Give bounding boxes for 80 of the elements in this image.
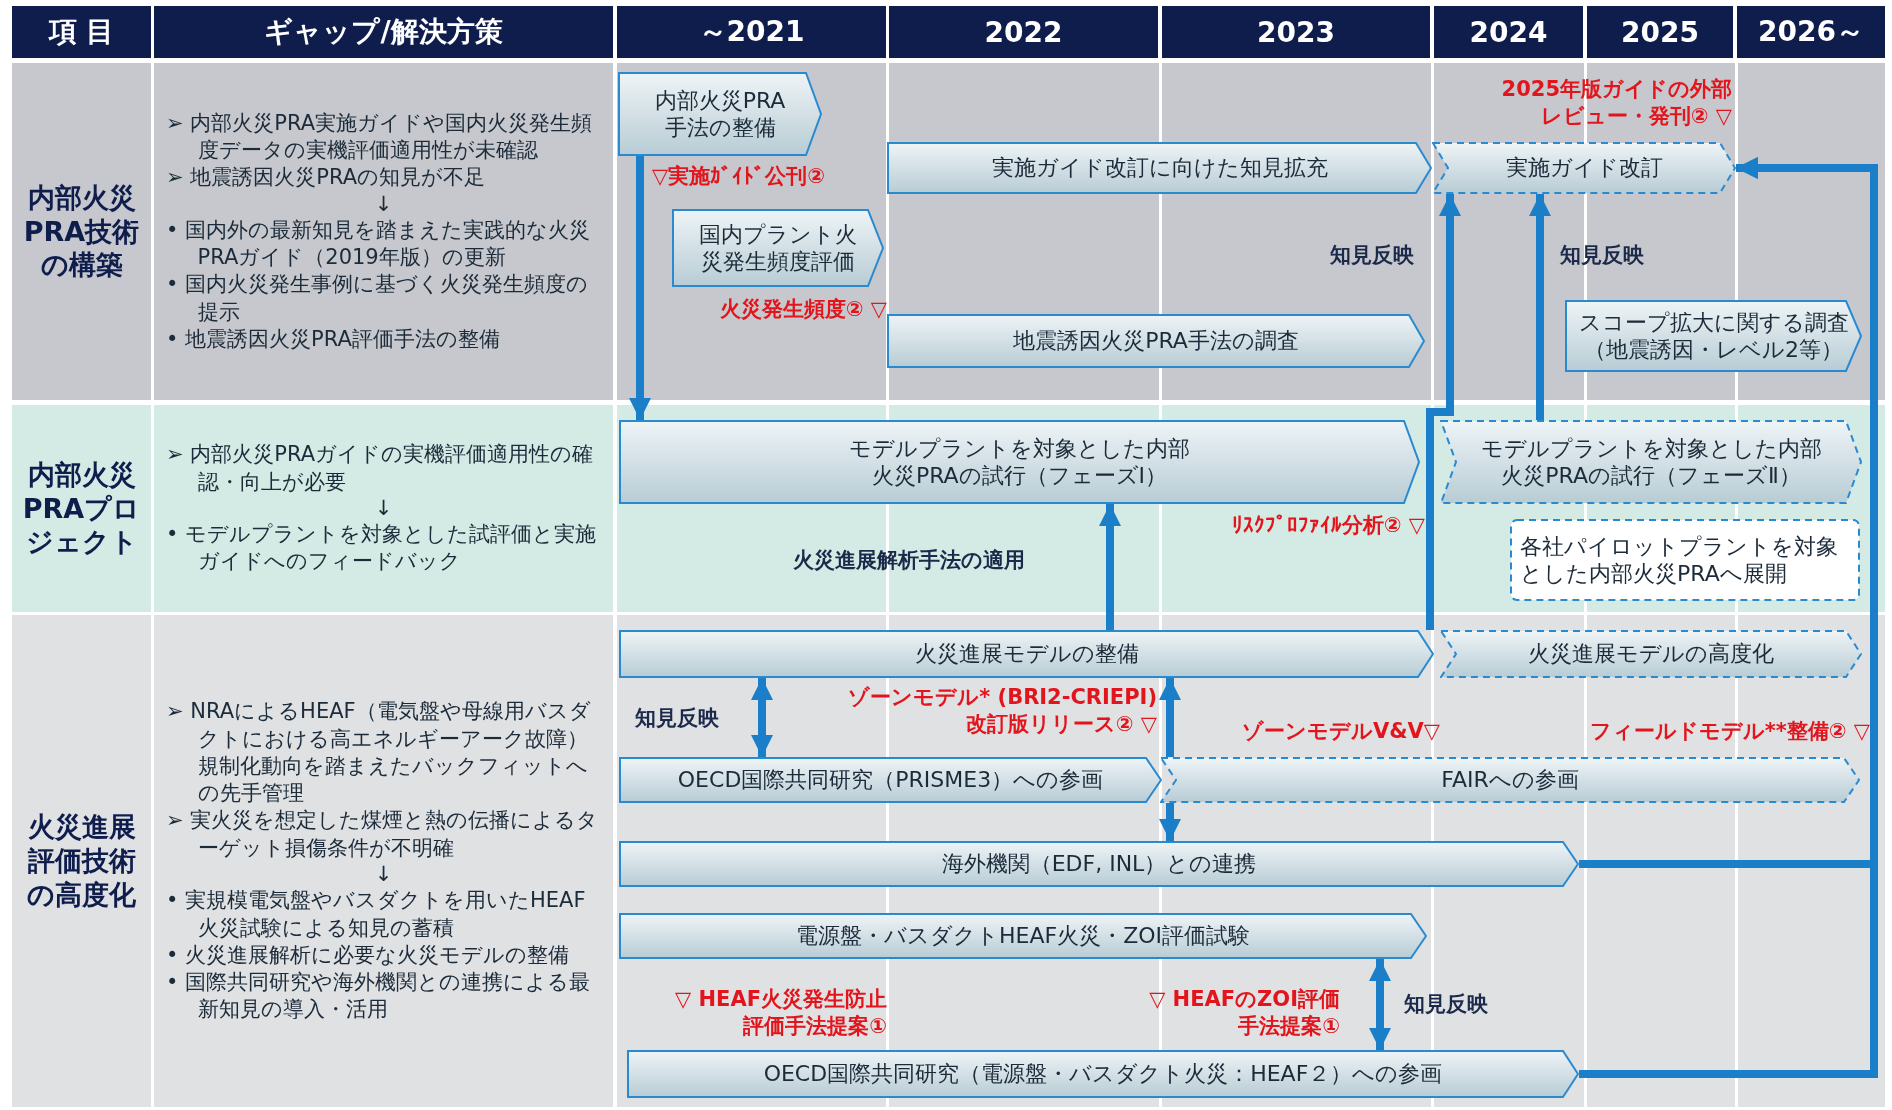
schedule-arrow-bar: [1432, 142, 1736, 194]
arrow: [1099, 504, 1121, 630]
schedule-arrow-bar: [627, 1050, 1579, 1098]
bullet-text: ➢ 内部火災PRA実施ガイドや国内火災発生頻度データの実機評価適用性が未確認: [166, 109, 594, 164]
bar-text: 海外機関（EDF, INL）との連携: [941, 850, 1257, 878]
row-heading: 内部火災PRAプロジェクト: [21, 457, 142, 560]
arrow: [629, 156, 651, 420]
bullet-text: • 地震誘因火災PRA評価手法の整備: [166, 326, 501, 353]
bullet-text: ➢ NRAによるHEAF（電気盤や母線用バスダクトにおける高エネルギーアーク故障）規制化動向を踏まえたバックフィットへの先手管理: [166, 698, 592, 808]
milestone-note: 火災発生頻度② ▽: [718, 296, 887, 323]
bar-text: OECD国際共同研究（PRISME3）への参画: [677, 766, 1104, 794]
arrow: [1159, 803, 1181, 841]
column-header: 2025: [1587, 6, 1733, 58]
schedule-arrow-bar: [1440, 420, 1862, 504]
edge-label: 火災進展解析手法の適用: [793, 547, 1025, 574]
arrow: [1529, 194, 1551, 420]
milestone-note: ▽ HEAFのZOI評価手法提案①: [1148, 986, 1340, 1041]
bar-text: 各社パイロットプラントを対象とした内部火災PRAへ展開: [1520, 532, 1839, 588]
edge-label: 知見反映: [1404, 991, 1488, 1018]
bullet-text: ➢ 地震誘因火災PRAの知見が不足: [166, 164, 487, 192]
milestone-note: ▽実施ｶﾞｲﾄﾞ公刊②: [652, 163, 826, 190]
column-header: ギャップ/解決方策: [154, 6, 613, 58]
schedule-arrow-bar: [887, 314, 1425, 368]
column-header: 2023: [1162, 6, 1430, 58]
bullet-text: ➢ 内部火災PRAガイドの実機評価適用性の確認・向上が必要: [166, 441, 595, 496]
arrow: [1159, 678, 1181, 757]
bar-text: 内部火災PRA手法の整備: [653, 86, 787, 142]
schedule-arrow-bar: [887, 142, 1432, 194]
column-header: 2024: [1434, 6, 1583, 58]
bar-text: 火災進展モデルの整備: [914, 640, 1139, 668]
schedule-arrow-bar: [619, 630, 1434, 678]
bar-text: モデルプラントを対象とした内部火災PRAの試行（フェーズⅡ）: [1479, 434, 1823, 490]
arrow: [1426, 194, 1461, 630]
down-arrow-symbol: ↓: [373, 862, 394, 888]
schedule-arrow-bar: [618, 72, 822, 156]
bullet-text: ➢ 実火災を想定した煤煙と熱の伝播によるターゲット損傷条件が不明確: [166, 807, 600, 862]
bar-text: 実施ガイド改訂に向けた知見拡充: [991, 154, 1328, 182]
bullet-text: • 実規模電気盤やバスダクトを用いたHEAF火災試験による知見の蓄積: [166, 887, 587, 942]
milestone-note: ゾーンモデルV&V▽: [1241, 718, 1440, 745]
row-heading: 火災進展評価技術の高度化: [26, 810, 137, 912]
bullet-text: • 国内火災発生事例に基づく火災発生頻度の提示: [166, 271, 590, 326]
schedule-arrow-bar: [619, 913, 1427, 959]
column-header: 項 目: [12, 6, 151, 58]
bar-text: 地震誘因火災PRA手法の調査: [1013, 327, 1299, 355]
schedule-arrow-bar: [619, 420, 1420, 504]
milestone-note: 2025年版ガイドの外部レビュー・発刊② ▽: [1500, 76, 1732, 131]
column-header: 2022: [889, 6, 1158, 58]
schedule-arrow-bar: [672, 209, 884, 287]
down-arrow-symbol: ↓: [373, 495, 394, 522]
schedule-arrow-bar: [1565, 300, 1862, 372]
bar-text: OECD国際共同研究（電源盤・バスダクト火災：HEAF２）への参画: [763, 1060, 1443, 1088]
bar-text: 国内プラント火災発生頻度評価: [698, 220, 858, 276]
dashed-note-box: [1510, 519, 1860, 601]
edge-label: 知見反映: [635, 705, 719, 732]
schedule-arrow-bar: [619, 757, 1162, 803]
column-header: 2026～: [1737, 6, 1885, 58]
bar-text: スコープ拡大に関する調査（地震誘因・レベル2等）: [1577, 308, 1850, 364]
bullet-text: • 国際共同研究や海外機関との連携による最新知見の導入・活用: [166, 969, 592, 1024]
schedule-arrow-bar: [1440, 630, 1862, 678]
bar-text: 実施ガイド改訂: [1505, 154, 1663, 182]
schedule-arrow-bar: [619, 841, 1579, 887]
milestone-note: ▽ HEAF火災発生防止評価手法提案①: [674, 986, 887, 1041]
milestone-note: フィールドモデル**整備② ▽: [1588, 718, 1870, 745]
arrow: [1369, 959, 1391, 1050]
row-heading: 内部火災PRA技術の構築: [22, 180, 141, 283]
bullet-text: • 国内外の最新知見を踏まえた実践的な火災PRAガイド（2019年版）の更新: [166, 216, 592, 272]
schedule-arrow-bar: [1160, 757, 1860, 803]
milestone-note: ゾーンモデル* (BRI2-CRIEPI)改訂版リリース② ▽: [847, 684, 1157, 739]
edge-label: 知見反映: [1560, 242, 1644, 269]
milestone-note: ﾘｽｸﾌﾟﾛﾌｧｲﾙ分析② ▽: [1230, 512, 1425, 539]
down-arrow-symbol: ↓: [373, 191, 394, 217]
bullet-text: • モデルプラントを対象とした試評価と実施ガイドへのフィードバック: [166, 521, 598, 576]
bar-text: 火災進展モデルの高度化: [1528, 640, 1774, 668]
column-header: ～2021: [617, 6, 886, 58]
bar-text: 電源盤・バスダクトHEAF火災・ZOI評価試験: [796, 922, 1250, 950]
bar-text: FAIRへの参画: [1441, 766, 1579, 794]
bar-text: モデルプラントを対象とした内部火災PRAの試行（フェーズⅠ）: [848, 434, 1191, 490]
arrow: [751, 678, 773, 757]
edge-label: 知見反映: [1330, 242, 1414, 269]
bullet-text: • 火災進展解析に必要な火災モデルの整備: [166, 941, 571, 969]
